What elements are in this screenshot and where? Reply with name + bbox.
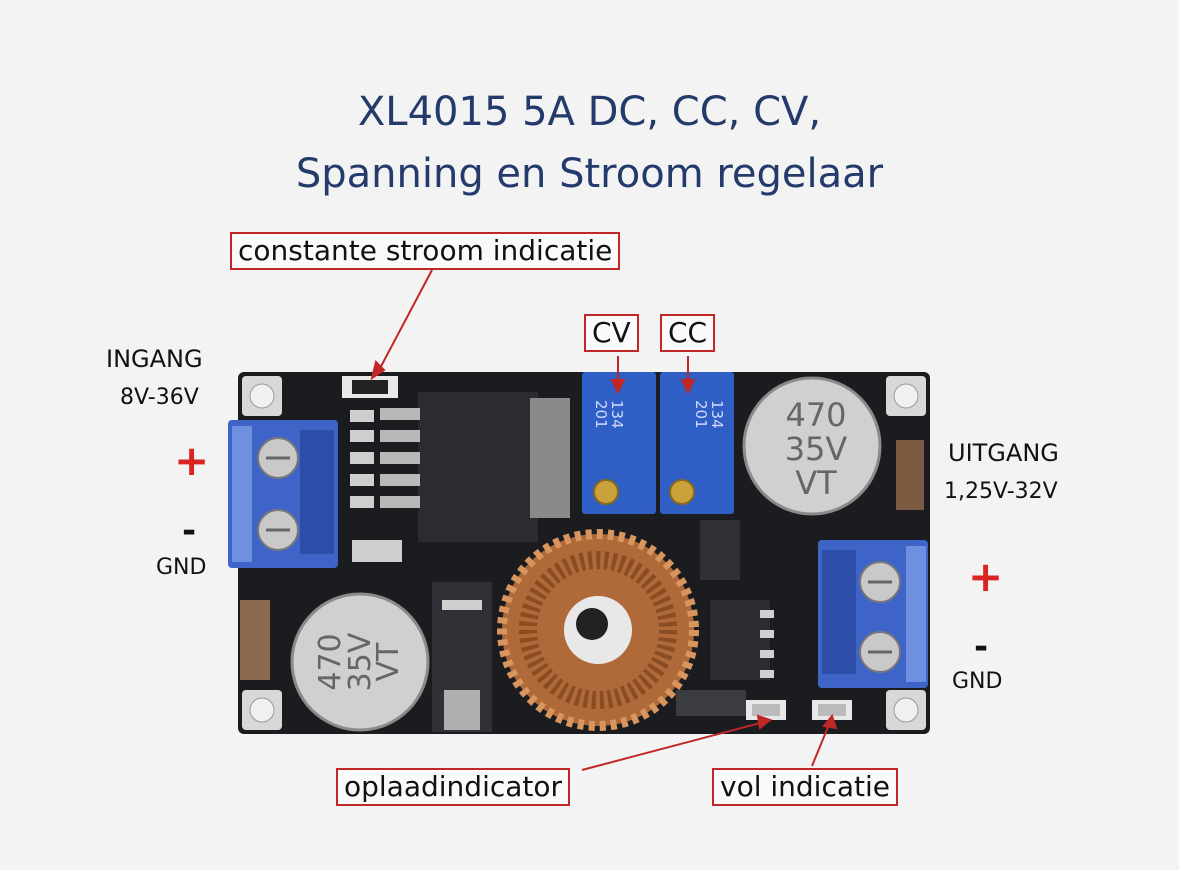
input-terminal-block xyxy=(228,420,338,568)
trimpot-cc-code2: 201 xyxy=(692,400,710,429)
output-gnd: GND xyxy=(952,669,1003,694)
regulator-ic xyxy=(380,392,570,542)
output-minus-sign: - xyxy=(974,627,989,667)
callout-charge-indicator: oplaadindicator xyxy=(336,768,571,806)
callout-arrows xyxy=(370,269,838,771)
input-range: 8V-36V xyxy=(120,385,199,410)
trimpot-cc-code1: 134 xyxy=(708,400,726,429)
capacitor-top: 470 35V VT xyxy=(742,376,882,516)
capacitor-top-line1: 470 xyxy=(785,396,846,434)
smd-components xyxy=(240,376,924,732)
output-range: 1,25V-32V xyxy=(944,479,1058,504)
input-plus-sign: + xyxy=(174,436,210,485)
capacitor-bottom-line2: 35V xyxy=(343,632,378,691)
callout-cv: CV xyxy=(584,314,639,352)
input-minus-sign: - xyxy=(182,511,197,551)
status-leds xyxy=(746,700,852,720)
capacitor-bottom: 470 35V VT xyxy=(290,592,430,732)
callout-full-indicator: vol indicatie xyxy=(712,768,898,806)
toroid-inductor xyxy=(497,529,699,731)
capacitor-bottom-line3: VT xyxy=(371,642,406,682)
capacitor-bottom-line1: 470 xyxy=(313,633,348,690)
callout-cc-indicator: constante stroom indicatie xyxy=(230,232,621,270)
mounting-holes xyxy=(242,376,926,730)
output-label: UITGANG xyxy=(948,439,1059,467)
capacitor-top-line2: 35V xyxy=(785,430,848,468)
title-line-2: Spanning en Stroom regelaar xyxy=(295,151,884,197)
title-line-1: XL4015 5A DC, CC, CV, xyxy=(357,89,822,135)
capacitor-top-line3: VT xyxy=(795,464,837,502)
trimpot-cv-code2: 201 xyxy=(592,400,610,429)
output-plus-sign: + xyxy=(968,552,1004,601)
trimpot-cc: 134 201 xyxy=(660,372,734,514)
output-terminal-block xyxy=(818,540,928,688)
trimpot-cv: 134 201 xyxy=(582,372,656,514)
callout-cc: CC xyxy=(660,314,716,352)
input-gnd: GND xyxy=(156,555,207,580)
trimpot-cv-code1: 134 xyxy=(608,400,626,429)
input-label: INGANG xyxy=(106,345,203,373)
